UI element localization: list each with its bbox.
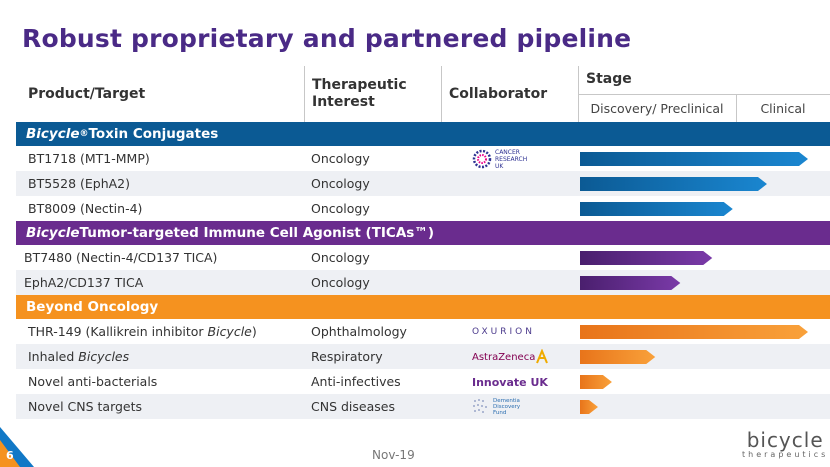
progress-arrow bbox=[580, 325, 808, 339]
row-product: Inhaled Bicycles bbox=[28, 349, 129, 364]
row-interest: Oncology bbox=[311, 151, 370, 166]
table-row: Inhaled Bicycles Respiratory AstraZeneca bbox=[16, 344, 830, 369]
header-clinical: Clinical bbox=[760, 100, 806, 116]
collaborator-name: AstraZeneca bbox=[472, 351, 536, 363]
progress-arrow bbox=[580, 350, 656, 364]
table-row: Novel CNS targets CNS diseases Dementia … bbox=[16, 394, 830, 419]
row-product: BT8009 (Nectin-4) bbox=[28, 201, 143, 216]
header-divider bbox=[441, 66, 442, 122]
header-stage: Stage bbox=[586, 71, 632, 87]
progress-arrow-shape bbox=[580, 177, 767, 191]
row-product: THR-149 (Kallikrein inhibitor Bicycle) bbox=[28, 324, 257, 339]
progress-arrow bbox=[580, 152, 808, 166]
row-product: BT1718 (MT1-MMP) bbox=[28, 151, 150, 166]
brand-subtitle: therapeutics bbox=[742, 450, 829, 459]
row-product: EphA2/CD137 TICA bbox=[24, 275, 144, 290]
table-row: THR-149 (Kallikrein inhibitor Bicycle) O… bbox=[16, 319, 830, 344]
row-product: BT7480 (Nectin-4/CD137 TICA) bbox=[24, 250, 218, 265]
progress-arrow-shape bbox=[580, 400, 598, 414]
footer-date: Nov-19 bbox=[372, 448, 415, 462]
table-row: BT1718 (MT1-MMP) Oncology CANCER RESEARC… bbox=[16, 146, 830, 171]
progress-arrow-shape bbox=[580, 325, 808, 339]
section-italic: Bicycle bbox=[26, 126, 80, 142]
row-interest: Oncology bbox=[311, 275, 370, 290]
table-row: Novel anti-bacterials Anti-infectives In… bbox=[16, 369, 830, 394]
pipeline-table: Product/Target Therapeutic Interest Coll… bbox=[16, 66, 830, 419]
table-row: BT8009 (Nectin-4) Oncology bbox=[16, 196, 830, 221]
row-interest: CNS diseases bbox=[311, 399, 395, 414]
astrazeneca-logo: AstraZeneca bbox=[472, 347, 549, 367]
progress-arrow bbox=[580, 177, 767, 191]
collaborator-name: Dementia Discovery Fund bbox=[493, 398, 521, 416]
progress-arrow-shape bbox=[580, 375, 612, 389]
product-italic: Bicycle bbox=[207, 324, 252, 339]
collaborator-name: CANCER RESEARCH UK bbox=[495, 148, 528, 170]
progress-arrow bbox=[580, 375, 612, 389]
row-interest: Oncology bbox=[311, 201, 370, 216]
table-row: BT7480 (Nectin-4/CD137 TICA) Oncology bbox=[16, 245, 830, 270]
progress-arrow-shape bbox=[580, 202, 733, 216]
page-number: 6 bbox=[6, 449, 14, 462]
progress-arrow bbox=[580, 251, 713, 265]
progress-arrow-shape bbox=[580, 276, 681, 290]
product-text: ) bbox=[251, 324, 257, 339]
row-interest: Respiratory bbox=[311, 349, 383, 364]
product-text: THR-149 (Kallikrein inhibitor bbox=[28, 324, 208, 339]
header-interest: Therapeutic Interest bbox=[312, 77, 407, 110]
progress-arrow bbox=[580, 276, 681, 290]
section-label: Toxin Conjugates bbox=[88, 126, 219, 142]
progress-arrow bbox=[580, 202, 733, 216]
section-toxin-conjugates: Bicycle® Toxin Conjugates bbox=[16, 122, 830, 146]
table-row: EphA2/CD137 TICA Oncology bbox=[16, 270, 830, 295]
header-product: Product/Target bbox=[28, 86, 146, 102]
header-divider bbox=[578, 94, 830, 95]
page-title: Robust proprietary and partnered pipelin… bbox=[22, 24, 632, 53]
progress-arrow bbox=[580, 400, 598, 414]
ddf-icon bbox=[473, 399, 487, 413]
progress-arrow-shape bbox=[580, 152, 808, 166]
corner-decoration bbox=[0, 440, 20, 467]
section-ticas: Bicycle Tumor-targeted Immune Cell Agoni… bbox=[16, 221, 830, 245]
header-collaborator: Collaborator bbox=[449, 86, 548, 102]
row-product: BT5528 (EphA2) bbox=[28, 176, 131, 191]
row-product: Novel anti-bacterials bbox=[28, 374, 158, 389]
cruk-icon bbox=[472, 149, 492, 169]
product-text: Inhaled bbox=[28, 349, 79, 364]
brand-word: bicycle bbox=[746, 428, 824, 452]
oxurion-logo: OXURION bbox=[472, 327, 535, 337]
table-row: BT5528 (EphA2) Oncology bbox=[16, 171, 830, 196]
astrazeneca-icon bbox=[536, 349, 549, 364]
innovate-uk-logo: Innovate UK bbox=[472, 375, 548, 389]
header-divider bbox=[304, 66, 305, 122]
header-discovery: Discovery/ Preclinical bbox=[590, 100, 724, 116]
table-header: Product/Target Therapeutic Interest Coll… bbox=[16, 66, 830, 122]
section-label: Beyond Oncology bbox=[26, 299, 159, 315]
row-interest: Oncology bbox=[311, 176, 370, 191]
section-label: Tumor-targeted Immune Cell Agonist (TICA… bbox=[79, 225, 434, 241]
header-divider bbox=[736, 94, 737, 122]
section-italic: Bicycle bbox=[26, 225, 80, 241]
dementia-discovery-fund-logo: Dementia Discovery Fund bbox=[472, 397, 527, 417]
registered-mark: ® bbox=[79, 129, 89, 139]
row-interest: Anti-infectives bbox=[311, 374, 401, 389]
cancer-research-uk-logo: CANCER RESEARCH UK bbox=[472, 148, 535, 170]
progress-arrow-shape bbox=[580, 350, 656, 364]
progress-arrow-shape bbox=[580, 251, 713, 265]
section-beyond-oncology: Beyond Oncology bbox=[16, 295, 830, 319]
row-product: Novel CNS targets bbox=[28, 399, 143, 414]
row-interest: Ophthalmology bbox=[311, 324, 407, 339]
product-italic: Bicycles bbox=[78, 349, 130, 364]
row-interest: Oncology bbox=[311, 250, 370, 265]
bicycle-logo: bicycle therapeutics bbox=[742, 428, 828, 459]
